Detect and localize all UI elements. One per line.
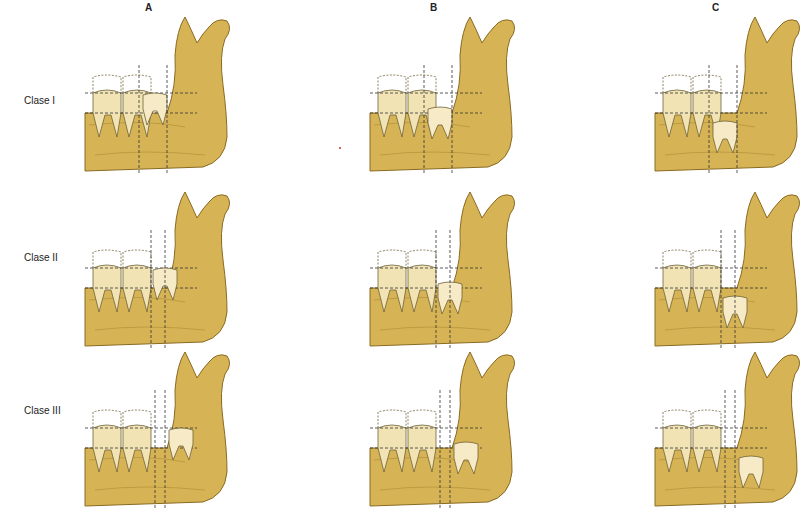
panel-grid [85, 17, 800, 510]
column-header: C [712, 2, 719, 14]
column-header: A [145, 2, 152, 14]
row-label: Clase II [24, 252, 58, 264]
row-label: Clase III [24, 405, 61, 417]
row-label: Clase I [24, 95, 55, 107]
column-header: B [430, 2, 437, 14]
